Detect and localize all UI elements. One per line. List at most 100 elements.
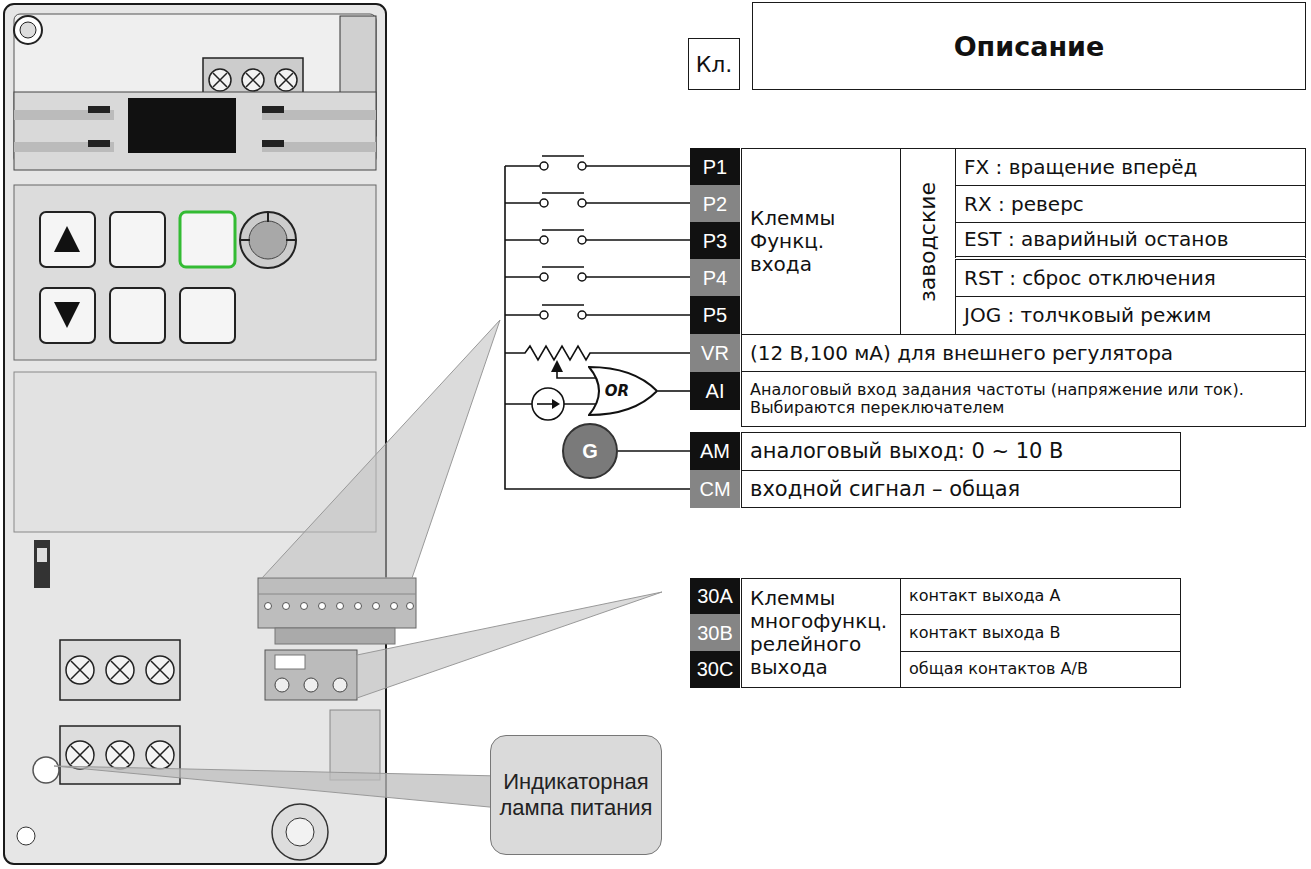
screw [14, 16, 42, 44]
terminal-name: 30B [697, 622, 733, 645]
relay-terminal-block [265, 650, 357, 700]
terminal-name: VR [701, 342, 729, 365]
description-cell: заводские [900, 148, 956, 335]
description-cell: общая контактов A/B [900, 651, 1181, 688]
label-text: заводские [915, 181, 940, 301]
inverter-housing [4, 4, 386, 864]
description-cell: Аналоговый вход задания частоты (напряже… [741, 371, 1306, 427]
strip-terminals [265, 603, 414, 610]
label-text: EST : аварийный останов [964, 228, 1228, 251]
terminal-name: P5 [703, 304, 727, 327]
down-arrow [54, 302, 80, 328]
display-band [14, 92, 376, 170]
label-text: Индикаторная лампа питания [497, 769, 655, 822]
knob-ticks [240, 212, 296, 240]
header-cell: Описание [752, 2, 1306, 90]
key-button [180, 288, 235, 343]
terminal-name: P3 [703, 230, 727, 253]
led-mark [88, 140, 110, 147]
header-text: Описание [954, 31, 1105, 62]
label-text: контакт выхода A [909, 587, 1060, 605]
terminal-name: P2 [703, 193, 727, 216]
label-text: аналоговый выход: 0 ~ 10 В [750, 439, 1064, 463]
strip-lip [275, 628, 395, 644]
terminal-name: P4 [703, 267, 727, 290]
cover-area [14, 372, 376, 532]
label-text: RX : реверс [964, 193, 1084, 216]
screw-cross [213, 73, 293, 87]
current-source [532, 388, 564, 420]
terminal-label: P5 [690, 296, 740, 335]
terminal-name: CM [699, 478, 730, 501]
relay-terminal [275, 678, 289, 692]
label-text: OR [605, 382, 629, 400]
description-cell: входной сигнал – общая [741, 470, 1181, 508]
terminal-label: P2 [690, 185, 740, 223]
meter-circle: G [562, 423, 618, 479]
terminal-label: P4 [690, 259, 740, 297]
description-cell: (12 В,100 мА) для внешнего регулятора [741, 334, 1306, 372]
screw-cross [71, 661, 169, 764]
terminal-label: CM [690, 470, 740, 508]
header-text: Кл. [696, 52, 733, 77]
power-lamp [33, 757, 59, 783]
description-cell: RX : реверс [955, 185, 1306, 223]
relay-terminal [304, 678, 318, 692]
led-mark [262, 106, 284, 113]
description-cell: Клеммы многофункц. релейного выхода [741, 578, 901, 688]
relay-terminal [333, 678, 347, 692]
key-button [110, 288, 165, 343]
description-cell: контакт выхода A [900, 578, 1181, 615]
description-cell: Клеммы Функц. входа [741, 148, 901, 335]
key-button [40, 212, 95, 267]
terminal-name: P1 [703, 156, 727, 179]
zoom-wedge [262, 320, 500, 578]
switch-contacts [540, 162, 586, 319]
run-key [180, 212, 235, 267]
label-text: контакт выхода B [909, 624, 1060, 642]
description-cell: EST : аварийный останов [955, 222, 1306, 260]
callout-box: Индикаторная лампа питания [490, 735, 662, 855]
terminal-label: 30B [690, 614, 740, 652]
ground-screw [286, 818, 314, 846]
screw [17, 827, 35, 845]
label-text: Клеммы многофункц. релейного выхода [750, 587, 892, 679]
current-arrow [552, 399, 560, 409]
label-text: общая контактов A/B [909, 660, 1088, 678]
terminal-label: VR [690, 334, 740, 372]
terminal-name: AM [700, 440, 730, 463]
terminal-name: AI [706, 380, 725, 403]
description-cell: контакт выхода B [900, 614, 1181, 652]
led-mark [88, 106, 110, 113]
control-terminal-strip [258, 578, 416, 628]
led-mark [262, 140, 284, 147]
header-cell: Кл. [688, 38, 740, 90]
key-button [110, 212, 165, 267]
switch-slider [37, 548, 47, 562]
description-cell: FX : вращение вперёд [955, 148, 1306, 186]
label-text: RST : сброс отключения [964, 267, 1216, 290]
description-cell: аналоговый выход: 0 ~ 10 В [741, 432, 1181, 471]
description-cell: RST : сброс отключения [955, 259, 1306, 297]
zoom-wedge [357, 592, 662, 698]
strip-edge [258, 594, 416, 595]
terminal-label: AI [690, 372, 740, 410]
wiper-arrow [551, 360, 563, 372]
or-gate-shape [589, 367, 657, 415]
or-gate: OR [588, 365, 658, 417]
terminal-label: P1 [690, 148, 740, 186]
keypad-area [14, 185, 376, 360]
signal-wire [658, 390, 690, 392]
label-text: Клеммы Функц. входа [750, 207, 892, 276]
ground-screw [272, 804, 328, 860]
up-arrow [54, 226, 80, 252]
terminal-label: AM [690, 432, 740, 470]
knob [240, 212, 296, 268]
terminal-label: P3 [690, 222, 740, 260]
terminal-label: 30C [690, 651, 740, 688]
label-text: FX : вращение вперёд [964, 156, 1197, 179]
callout-tail [54, 766, 500, 808]
display [128, 98, 236, 153]
description-cell: JOG : толчковый режим [955, 296, 1306, 335]
